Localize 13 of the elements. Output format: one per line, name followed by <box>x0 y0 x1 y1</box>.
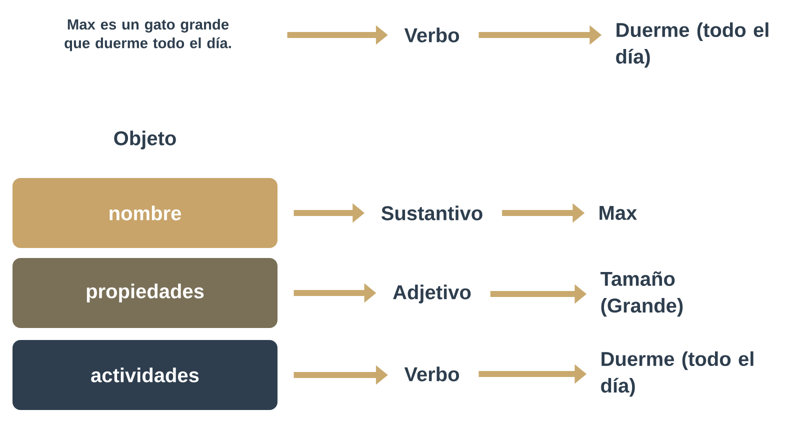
word-label: Adjetivo <box>393 284 471 304</box>
result-label: Duerme (todo el día) <box>601 351 754 397</box>
word-label: Verbo <box>404 366 460 382</box>
result-label: Max <box>600 206 638 220</box>
heading-text: Objeto <box>114 130 176 150</box>
result-label: Tamaño (Grande) <box>600 271 683 317</box>
sentence-text: Max es un gato grande que duerme todo el día. <box>64 18 231 52</box>
word-label: Verbo <box>404 28 460 42</box>
result-label: Duerme (todo el día) <box>616 22 768 68</box>
word-label: Sustantivo <box>381 206 482 220</box>
category-box: actividades <box>12 340 278 410</box>
category-box: propiedades <box>12 258 278 328</box>
category-box: nombre <box>12 178 278 248</box>
